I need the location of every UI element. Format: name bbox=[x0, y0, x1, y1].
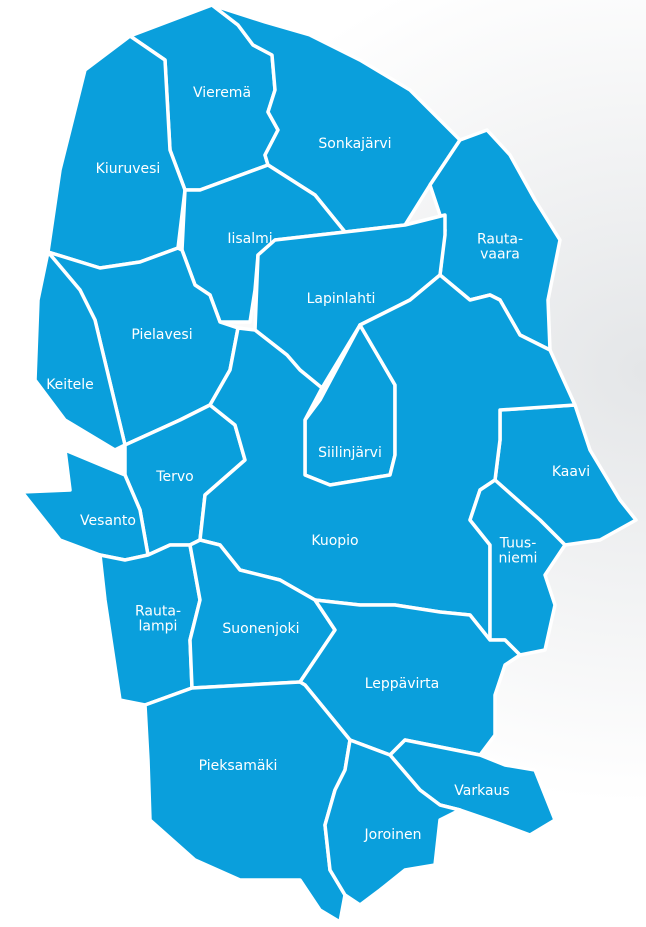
municipality-tuusniemi[interactable] bbox=[468, 478, 567, 657]
regions-layer bbox=[20, 3, 638, 924]
municipality-rautalampi[interactable] bbox=[98, 543, 202, 707]
municipality-kiuruvesi[interactable] bbox=[46, 34, 187, 270]
municipality-lapinlahti[interactable] bbox=[253, 213, 447, 390]
municipality-keitele[interactable] bbox=[33, 250, 127, 452]
municipality-pieksamaki[interactable] bbox=[143, 680, 352, 924]
municipality-joroinen[interactable] bbox=[323, 738, 462, 907]
